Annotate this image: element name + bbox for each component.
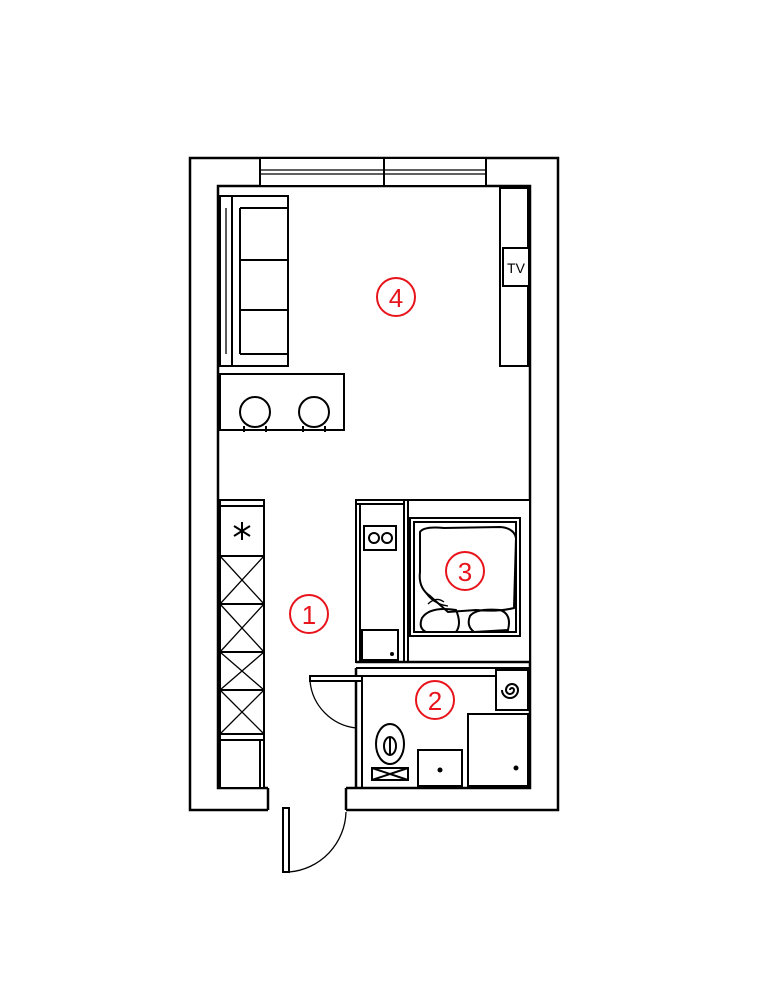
bar-stool: [239, 396, 271, 432]
entrance-door: [282, 807, 347, 873]
bar-stool: [298, 396, 330, 432]
room-label-3: 3: [445, 551, 485, 591]
washbasin: [417, 749, 463, 787]
room-number: 2: [428, 686, 442, 716]
tv-label: TV: [507, 260, 526, 276]
room-number: 4: [389, 283, 403, 313]
shower: [467, 713, 529, 787]
swirl-icon: [501, 683, 520, 699]
toilet: [371, 723, 409, 781]
room-label-1: 1: [289, 594, 329, 634]
room-label-4: 4: [376, 277, 416, 317]
sofa: [219, 195, 289, 367]
burner-icon: [363, 525, 397, 551]
bar-counter: [219, 373, 345, 432]
window: [259, 157, 487, 187]
room-number: 3: [458, 557, 472, 587]
bathroom-door: [309, 675, 363, 729]
room-number: 1: [302, 600, 316, 630]
bed: [409, 517, 521, 637]
tv-cabinet: TV: [499, 187, 530, 367]
wardrobe: [219, 499, 265, 789]
washing-machine: [495, 669, 529, 711]
snowflake-icon: [233, 522, 251, 540]
room-label-2: 2: [415, 680, 455, 720]
